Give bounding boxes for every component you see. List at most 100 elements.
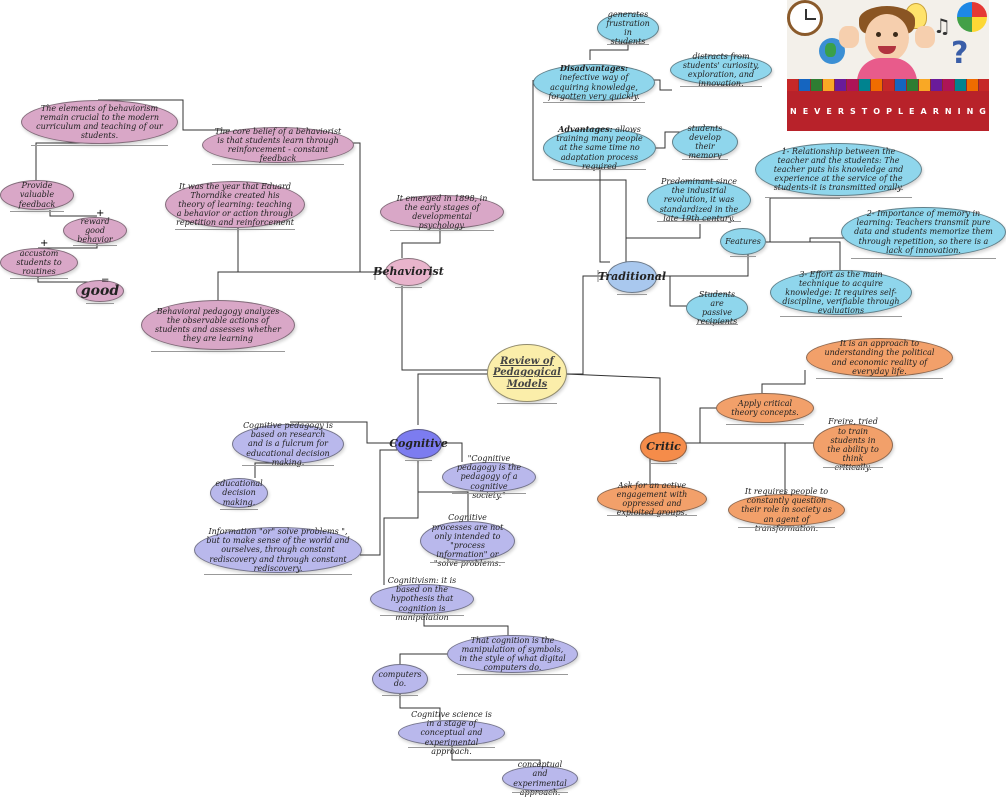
banner-letter: S — [850, 107, 856, 116]
girl-hand — [839, 26, 859, 48]
behaviorist-thorndike-text: It was the year that Eduard Thorndike cr… — [176, 182, 294, 228]
behaviorist-routines-node[interactable]: accustom students to routines — [0, 248, 78, 277]
node-underline — [457, 674, 568, 675]
girl-face — [865, 14, 909, 62]
edge-cog-sense — [360, 450, 397, 555]
node-underline — [851, 258, 996, 259]
banner-letter: N — [790, 107, 797, 116]
cognitive-educational-text: educational decision making. — [215, 479, 262, 507]
node-underline — [543, 102, 645, 103]
edge-beh-thorndike — [238, 228, 385, 272]
critic-freire-node[interactable]: Freire, tried to train students in the a… — [813, 424, 893, 466]
critic-requires-node[interactable]: It requires people to constantly questio… — [728, 494, 845, 526]
behaviorist-reward-text: reward good behavior — [74, 217, 116, 245]
node-underline — [680, 86, 762, 87]
advantages-label: Advantages: — [558, 124, 612, 134]
node-underline — [204, 574, 352, 575]
center-node[interactable]: Review of Pedagogical Models — [487, 344, 567, 402]
behaviorist-thorndike-node[interactable]: It was the year that Eduard Thorndike cr… — [165, 181, 305, 228]
traditional-node[interactable]: Traditional — [607, 261, 657, 293]
traditional-feature2-text: 2- Importance of memory in learning: Tea… — [852, 209, 995, 255]
node-underline — [553, 169, 646, 170]
banner-letter: N — [945, 107, 952, 116]
behaviorist-node[interactable]: Behaviorist — [385, 258, 432, 286]
cognitive-conceptual-node[interactable]: conceptual and experimental approach. — [502, 766, 578, 791]
node-underline — [430, 562, 505, 563]
critic-engagement-text: Ask for an active engagement with oppres… — [608, 481, 696, 518]
node-underline — [738, 527, 835, 528]
node-underline — [452, 493, 526, 494]
cognitive-processes-node[interactable]: Cognitive processes are not only intende… — [420, 521, 515, 561]
banner-letter: E — [909, 107, 914, 116]
girl-hand — [915, 26, 935, 48]
traditional-disadvantages-node[interactable]: Disadvantages: inefective way of acquiri… — [533, 64, 655, 101]
traditional-industrial-text: Predominant since the industrial revolut… — [658, 177, 740, 223]
traditional-label: Traditional — [598, 271, 666, 284]
banner-letter: P — [886, 107, 892, 116]
critic-engagement-node[interactable]: Ask for an active engagement with oppres… — [597, 484, 707, 514]
behaviorist-good-text: good — [81, 283, 119, 299]
node-underline — [730, 256, 756, 257]
music-notes-icon: ♫ — [933, 14, 951, 38]
cognitive-node[interactable]: Cognitive — [395, 429, 442, 459]
node-underline — [175, 229, 295, 230]
traditional-advantages-text: Advantages: allows training many people … — [554, 125, 645, 171]
cognitive-symbols-node[interactable]: That cognition is the manipulation of sy… — [447, 635, 578, 673]
traditional-distracts-text: distracts from students' curiosity, expl… — [681, 52, 761, 89]
node-underline — [823, 467, 883, 468]
cognitive-science-node[interactable]: Cognitive science is in a stage of conce… — [398, 720, 505, 746]
disadvantages-label: Disadvantages: — [560, 63, 628, 73]
traditional-feature2-node[interactable]: 2- Importance of memory in learning: Tea… — [841, 207, 1006, 257]
cognitive-label: Cognitive — [389, 438, 448, 451]
cognitive-symbols-text: That cognition is the manipulation of sy… — [458, 636, 567, 673]
traditional-features-node[interactable]: Features — [720, 228, 766, 255]
traditional-passive-node[interactable]: Students are passive recipients — [686, 293, 748, 323]
behaviorist-core-node[interactable]: The core belief of a behaviorist is that… — [202, 127, 354, 163]
traditional-feature3-text: 3- Effort as the main technique to acqui… — [781, 270, 901, 316]
cognitive-cognitivism-node[interactable]: Cognitivism: it is based on the hypothes… — [370, 584, 474, 614]
edge-center-traditional — [566, 276, 608, 374]
cognitive-educational-node[interactable]: educational decision making. — [210, 478, 268, 508]
edge-beh-analyzes — [218, 272, 238, 300]
behaviorist-analyzes-node[interactable]: Behavioral pedagogy analyzes the observa… — [141, 300, 295, 350]
node-underline — [405, 460, 432, 461]
behaviorist-emerged-node[interactable]: It emerged in 1898, in the early stages … — [380, 195, 504, 229]
banner-letters: NEVERSTOPLEARNING — [787, 91, 989, 131]
cognitive-research-text: Cognitive pedagogy is based on research … — [243, 421, 333, 467]
behaviorist-reward-node[interactable]: reward good behavior — [63, 217, 127, 244]
critic-apply-node[interactable]: Apply critical theory concepts. — [716, 393, 814, 423]
center-label: Review of Pedagogical Models — [493, 356, 561, 391]
cognitive-sense-node[interactable]: Information "or" solve problems ", but t… — [194, 527, 362, 573]
node-underline — [650, 463, 677, 464]
critic-node[interactable]: Critic — [640, 432, 687, 462]
banner-letter: E — [803, 107, 808, 116]
traditional-feature1-node[interactable]: 1- Relationship between the teacher and … — [755, 143, 922, 196]
traditional-distracts-node[interactable]: distracts from students' curiosity, expl… — [670, 55, 772, 85]
banner-letter: I — [958, 107, 961, 116]
behaviorist-elements-node[interactable]: The elements of behaviorism remain cruci… — [21, 100, 178, 144]
node-underline — [390, 230, 494, 231]
traditional-feature3-node[interactable]: 3- Effort as the main technique to acqui… — [770, 270, 912, 315]
behaviorist-label: Behaviorist — [373, 266, 444, 279]
node-underline — [220, 509, 258, 510]
critic-approach-node[interactable]: It is an approach to understanding the p… — [806, 338, 953, 377]
critic-approach-text: It is an approach to understanding the p… — [817, 339, 942, 376]
critic-label: Critic — [646, 441, 681, 454]
plus-sign: + — [96, 208, 104, 219]
traditional-frustration-text: generates frustration in students — [606, 10, 650, 47]
banner-letter: T — [862, 107, 867, 116]
banner-letter: G — [979, 107, 986, 116]
behaviorist-feedback-node[interactable]: Provide valuable feedback — [0, 180, 74, 210]
cognitive-society-node[interactable]: "Cognitive pedagogy is the pedagogy of a… — [442, 462, 536, 492]
node-underline — [617, 294, 647, 295]
traditional-memory-node[interactable]: students develop their memory — [672, 126, 738, 158]
cognitive-research-node[interactable]: Cognitive pedagogy is based on research … — [232, 424, 344, 464]
question-mark-icon: ? — [951, 36, 968, 71]
edge-trad-industrial — [626, 224, 700, 262]
behaviorist-good-node[interactable]: good — [76, 280, 124, 302]
cognitive-computers-node[interactable]: computers do. — [372, 664, 428, 694]
node-underline — [682, 159, 728, 160]
traditional-advantages-node[interactable]: Advantages: allows training many people … — [543, 128, 656, 168]
traditional-industrial-node[interactable]: Predominant since the industrial revolut… — [647, 180, 751, 220]
traditional-frustration-node[interactable]: generates frustration in students — [597, 13, 659, 43]
